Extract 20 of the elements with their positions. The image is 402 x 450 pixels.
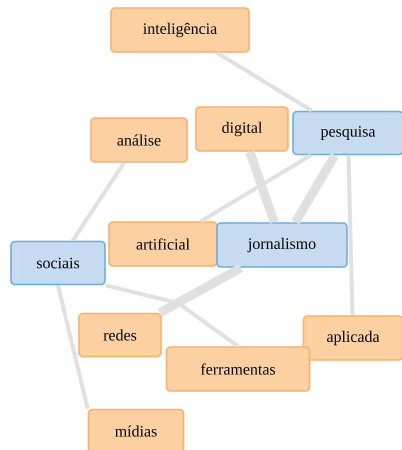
term-box: aplicada <box>302 315 402 361</box>
connector-line <box>292 153 339 224</box>
term-box: redes <box>78 312 162 358</box>
term-box: jornalismo <box>216 222 348 268</box>
connector-line <box>216 51 313 112</box>
connector-line <box>71 162 126 242</box>
term-box: artificial <box>108 221 218 267</box>
term-box: digital <box>195 106 289 152</box>
term-box: mídias <box>88 408 184 450</box>
connector-line <box>56 284 90 410</box>
connector-line <box>158 264 244 317</box>
term-box: ferramentas <box>166 346 310 392</box>
connector-line <box>200 154 312 223</box>
term-box: inteligência <box>110 7 250 53</box>
connector-line <box>105 283 240 348</box>
connector-line <box>246 150 278 224</box>
term-box: análise <box>90 117 188 163</box>
term-box: sociais <box>10 240 106 286</box>
term-box: pesquisa <box>292 110 402 156</box>
connector-line <box>346 155 354 316</box>
